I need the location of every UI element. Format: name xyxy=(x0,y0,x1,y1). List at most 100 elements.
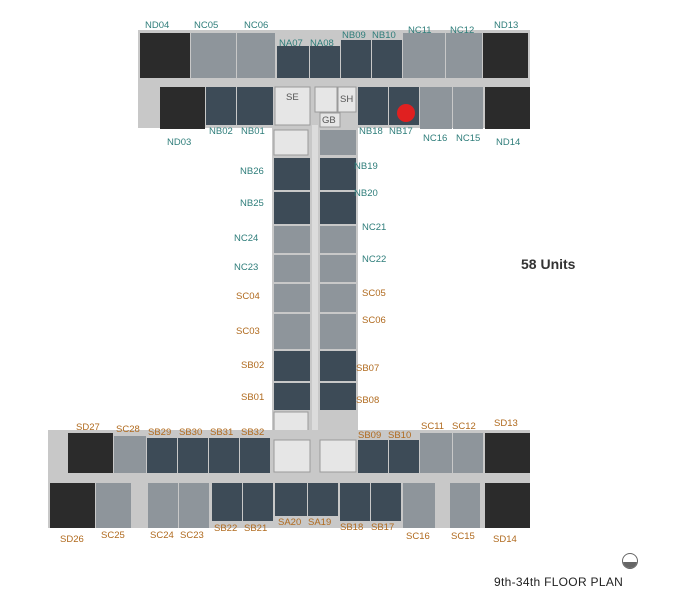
label-SB01: SB01 xyxy=(241,392,264,403)
unit-SB08 xyxy=(320,383,356,410)
unit-NC16 xyxy=(420,87,452,129)
unit-SA20 xyxy=(275,483,307,516)
unit-SC05 xyxy=(320,284,356,312)
unit-SC24 xyxy=(148,483,178,528)
label-NC06: NC06 xyxy=(244,20,268,31)
label-GB: GB xyxy=(322,115,336,126)
south-core-left xyxy=(273,439,311,473)
unit-SC15 xyxy=(450,483,480,528)
units-count: 58 Units xyxy=(521,256,576,272)
label-SC28: SC28 xyxy=(116,424,140,435)
label-SC23: SC23 xyxy=(180,530,204,541)
unit-SC12 xyxy=(453,433,483,473)
label-NB17: NB17 xyxy=(389,126,413,137)
unit-SB01 xyxy=(274,383,310,410)
unit-SB32 xyxy=(240,438,270,473)
label-NC15: NC15 xyxy=(456,133,480,144)
label-SC06: SC06 xyxy=(362,315,386,326)
unit-NC06 xyxy=(237,33,275,78)
unit-NC24 xyxy=(274,226,310,253)
unit-NB26 xyxy=(274,158,310,190)
unit-NA07 xyxy=(277,46,309,78)
label-SB07: SB07 xyxy=(356,363,379,374)
unit-ND04 xyxy=(140,33,190,78)
plan-title: 9th-34th FLOOR PLAN xyxy=(494,575,624,589)
label-NA07: NA07 xyxy=(279,38,303,49)
label-SD27: SD27 xyxy=(76,422,100,433)
label-SE: SE xyxy=(286,92,299,103)
unit-NB25 xyxy=(274,192,310,224)
label-SB09: SB09 xyxy=(358,430,381,441)
unit-SC25 xyxy=(96,483,131,528)
label-SD26: SD26 xyxy=(60,534,84,545)
unit-NB19 xyxy=(320,158,356,190)
core-SH xyxy=(337,86,357,113)
unit-SC06 xyxy=(320,314,356,349)
unit-SD26 xyxy=(50,483,95,528)
label-NB26: NB26 xyxy=(240,166,264,177)
unit-NC21 xyxy=(320,226,356,253)
label-SB18: SB18 xyxy=(340,522,363,533)
unit-NC12 xyxy=(446,33,482,78)
label-SB32: SB32 xyxy=(241,427,264,438)
core-SE xyxy=(274,86,311,126)
label-SC15: SC15 xyxy=(451,531,475,542)
unit-SB09 xyxy=(358,440,388,473)
unit-SB02 xyxy=(274,351,310,381)
unit-NC23 xyxy=(274,255,310,282)
label-SB29: SB29 xyxy=(148,427,171,438)
label-SC16: SC16 xyxy=(406,531,430,542)
label-NA08: NA08 xyxy=(310,38,334,49)
unit-SB22 xyxy=(212,483,242,521)
label-SD13: SD13 xyxy=(494,418,518,429)
label-SB21: SB21 xyxy=(244,523,267,534)
label-SC25: SC25 xyxy=(101,530,125,541)
unit-SC03 xyxy=(274,314,310,349)
unit-NC05 xyxy=(191,33,236,78)
label-SC05: SC05 xyxy=(362,288,386,299)
label-SB02: SB02 xyxy=(241,360,264,371)
label-NC24: NC24 xyxy=(234,233,258,244)
unit-NB01 xyxy=(237,87,273,125)
unit-SD27 xyxy=(68,433,113,473)
unit-SB17 xyxy=(371,483,401,521)
label-SH: SH xyxy=(340,94,353,105)
unit-NB02 xyxy=(206,87,236,125)
label-NC22: NC22 xyxy=(362,254,386,265)
label-SB30: SB30 xyxy=(179,427,202,438)
unit-NC11 xyxy=(403,33,445,78)
label-NC11: NC11 xyxy=(408,25,432,36)
label-NC12: NC12 xyxy=(450,25,474,36)
spine-north-service xyxy=(320,130,356,155)
south-core-right xyxy=(319,439,357,473)
unit-SC23 xyxy=(179,483,209,528)
label-SB08: SB08 xyxy=(356,395,379,406)
core-GB xyxy=(319,112,341,128)
unit-SB29 xyxy=(147,438,177,473)
label-ND04: ND04 xyxy=(145,20,169,31)
unit-NB20 xyxy=(320,192,356,224)
unit-ND03 xyxy=(160,87,205,129)
unit-SC11 xyxy=(420,433,452,473)
label-NC21: NC21 xyxy=(362,222,386,233)
label-NB18: NB18 xyxy=(359,126,383,137)
label-SC24: SC24 xyxy=(150,530,174,541)
unit-SD14 xyxy=(485,483,530,528)
unit-SA19 xyxy=(308,483,338,516)
compass-icon xyxy=(622,553,638,569)
unit-SC16 xyxy=(403,483,435,528)
unit-NC22 xyxy=(320,255,356,282)
unit-NB18 xyxy=(358,87,388,125)
label-ND14: ND14 xyxy=(496,137,520,148)
label-SC11: SC11 xyxy=(421,421,444,432)
label-NB19: NB19 xyxy=(354,161,378,172)
label-NB20: NB20 xyxy=(354,188,378,199)
label-NB09: NB09 xyxy=(342,30,366,41)
unit-SB21 xyxy=(243,483,273,521)
unit-ND13 xyxy=(483,33,528,78)
unit-NC15 xyxy=(453,87,483,129)
label-NC05: NC05 xyxy=(194,20,218,31)
label-SA19: SA19 xyxy=(308,517,331,528)
unit-NA08 xyxy=(310,46,340,78)
unit-NB09 xyxy=(341,40,371,78)
